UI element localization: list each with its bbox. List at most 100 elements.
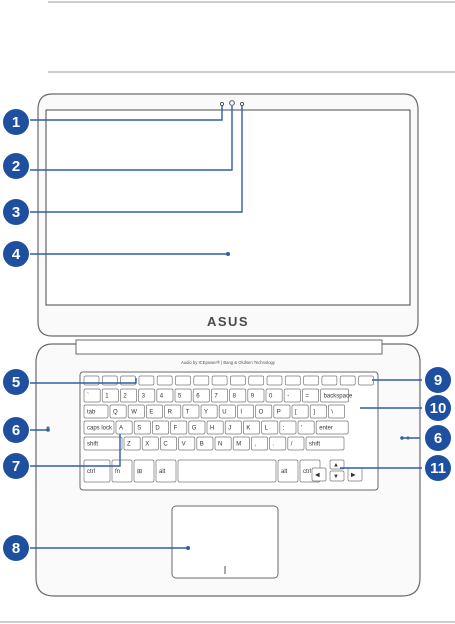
callout-3: 3 <box>3 199 29 225</box>
key: O <box>256 405 272 418</box>
key: - <box>284 389 300 402</box>
key: S <box>134 421 150 434</box>
key: F <box>171 421 187 434</box>
key: ⊞ <box>134 460 154 482</box>
key: / <box>288 437 304 450</box>
key-label: ▲ <box>333 463 339 469</box>
asus-logo: ASUS <box>207 314 249 329</box>
key-label: R <box>168 410 173 416</box>
key: G <box>189 421 205 434</box>
key: 6 <box>193 389 209 402</box>
callout-number: 11 <box>430 460 446 477</box>
function-key <box>249 376 264 385</box>
key: shift <box>306 437 344 450</box>
key-label: alt <box>159 469 166 475</box>
key: N <box>215 437 231 450</box>
key: Z <box>124 437 140 450</box>
callout-number: 6 <box>434 430 442 447</box>
function-key <box>157 376 172 385</box>
callout-6: 6 <box>3 417 29 443</box>
callout-number: 2 <box>12 158 20 175</box>
key-label: Z <box>127 442 131 448</box>
function-key <box>267 376 282 385</box>
key: B <box>197 437 213 450</box>
key-label: A <box>119 426 123 432</box>
key-label: ◀ <box>315 473 320 479</box>
key-label: tab <box>87 410 96 416</box>
key-label: P <box>277 410 281 416</box>
function-key <box>194 376 209 385</box>
key-label: K <box>246 426 250 432</box>
key: alt <box>156 460 176 482</box>
key-label: C <box>163 442 168 448</box>
key-label: caps lock <box>87 426 113 432</box>
arrow-left-key: ◀ <box>312 468 326 481</box>
key: 7 <box>211 389 227 402</box>
arrow-right-key: ▶ <box>348 468 362 481</box>
key-label: V <box>182 442 186 448</box>
key-label: ctrl <box>303 469 311 475</box>
key-label: shift <box>87 442 98 448</box>
callout-number: 9 <box>434 372 442 389</box>
function-key <box>230 376 245 385</box>
key: H <box>207 421 223 434</box>
key: \ <box>328 405 344 418</box>
key: ; <box>280 421 296 434</box>
function-key <box>176 376 191 385</box>
key: ` <box>84 389 100 402</box>
callout-number: 1 <box>12 114 20 131</box>
key-label: G <box>192 426 197 432</box>
key-label: - <box>287 394 289 400</box>
callout-number: 4 <box>12 246 21 263</box>
key-label: O <box>259 410 264 416</box>
key-label: = <box>305 394 309 400</box>
function-key <box>139 376 154 385</box>
key: K <box>243 421 259 434</box>
callout-8: 8 <box>3 535 29 561</box>
callout-7: 7 <box>3 453 29 479</box>
key: D <box>152 421 168 434</box>
key-label: J <box>228 426 231 432</box>
key: Y <box>201 405 217 418</box>
key-label: B <box>200 442 204 448</box>
key-label: ⊞ <box>137 469 142 475</box>
key: A <box>116 421 132 434</box>
key: 4 <box>157 389 173 402</box>
key-label: enter <box>319 426 333 432</box>
function-key <box>340 376 355 385</box>
callout-2: 2 <box>3 153 29 179</box>
key: = <box>302 389 318 402</box>
key: 5 <box>175 389 191 402</box>
key: Q <box>110 405 126 418</box>
key: 3 <box>139 389 155 402</box>
key: M <box>233 437 249 450</box>
key: enter <box>316 421 348 434</box>
key-label: U <box>222 410 226 416</box>
key-label: ` <box>87 394 89 400</box>
key-label: Y <box>204 410 208 416</box>
callout-number: 5 <box>12 374 20 391</box>
key-label: W <box>131 410 137 416</box>
function-key <box>322 376 337 385</box>
function-key <box>359 376 374 385</box>
key-label: ' <box>301 426 302 432</box>
key-label: shift <box>309 442 320 448</box>
callout-5: 5 <box>3 369 29 395</box>
key: V <box>179 437 195 450</box>
key-label: M <box>236 442 241 448</box>
key-label: ▶ <box>351 473 356 479</box>
callout-6: 6 <box>425 425 451 451</box>
key-label: ctrl <box>87 469 95 475</box>
display-screen <box>46 110 410 305</box>
callout-1: 1 <box>3 109 29 135</box>
callout-number: 10 <box>430 400 447 417</box>
function-key <box>285 376 300 385</box>
key-label: E <box>149 410 153 416</box>
key: backspace <box>321 389 353 402</box>
key: 8 <box>230 389 246 402</box>
key: U <box>219 405 235 418</box>
key: , <box>251 437 267 450</box>
audio-branding: Audio by ICEpower® | Bang & Olufsen Tech… <box>181 360 276 365</box>
key-label: backspace <box>324 394 353 400</box>
